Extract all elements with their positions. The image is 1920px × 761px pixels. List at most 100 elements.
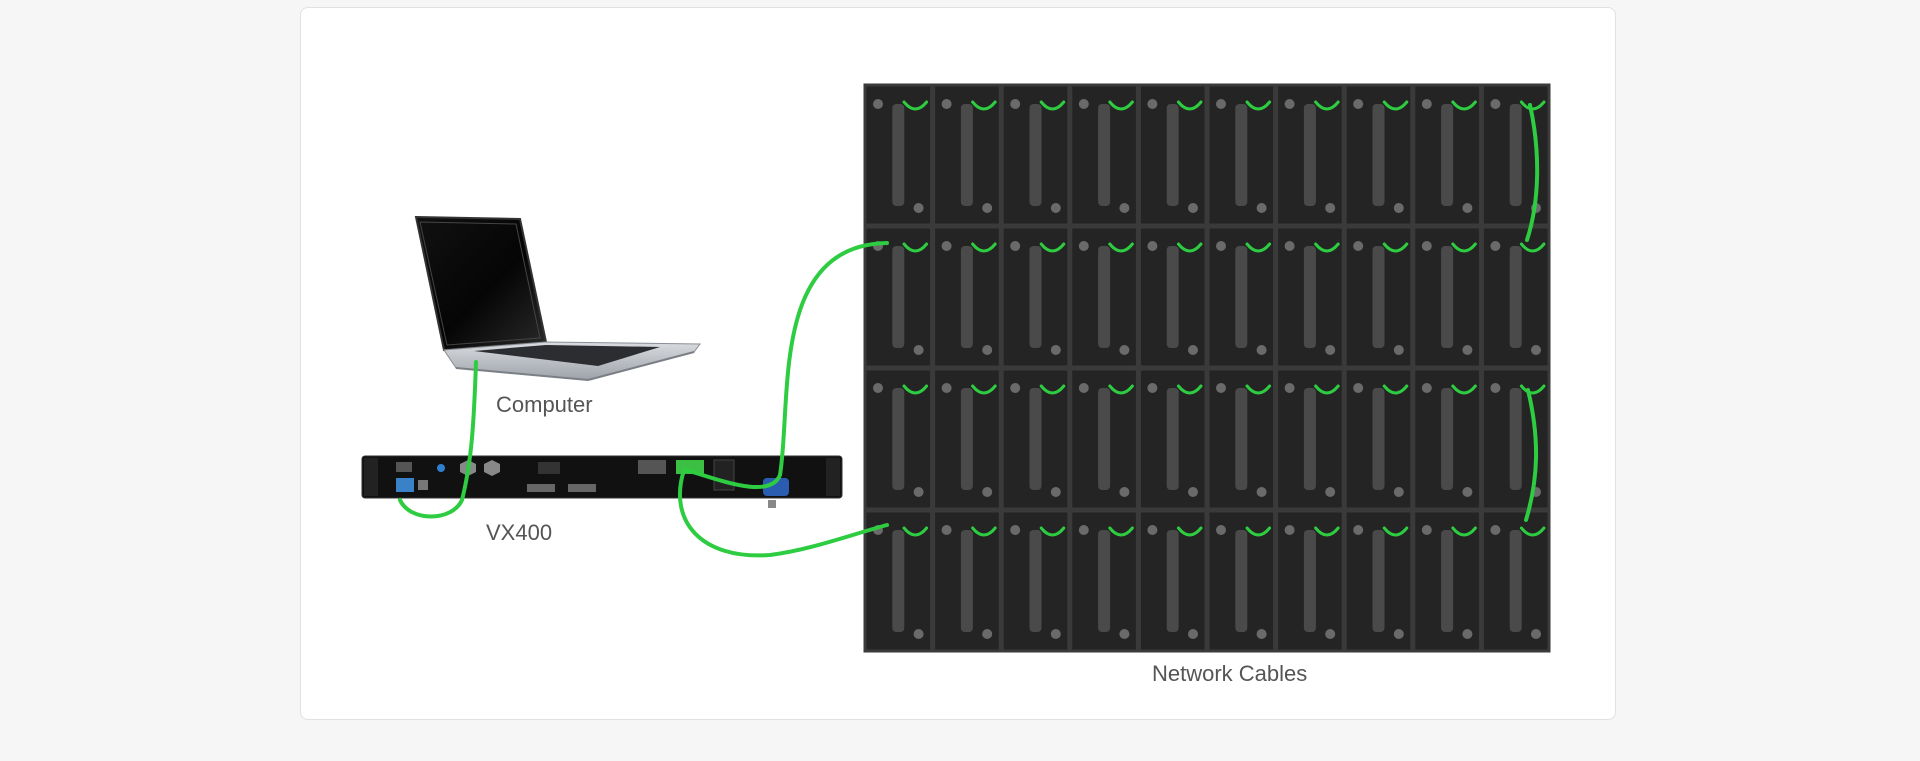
panel-knob xyxy=(1353,383,1364,393)
panel-spine xyxy=(1372,104,1385,206)
panel-knob xyxy=(873,99,883,109)
panel-spine xyxy=(1098,530,1111,632)
panel-knob xyxy=(1216,241,1226,251)
panel-cable-link xyxy=(1108,100,1134,111)
panel-cable-link xyxy=(1039,100,1066,111)
panel-knob xyxy=(1050,345,1061,355)
cable-return-right-top xyxy=(1525,103,1540,242)
panel-knob xyxy=(1010,383,1021,393)
panel-cable-link xyxy=(1314,100,1340,111)
panel-spine xyxy=(892,104,905,206)
panel-knob xyxy=(1050,203,1061,213)
panel-knob xyxy=(1325,487,1336,497)
panel-knob xyxy=(1490,241,1501,251)
panel-knob xyxy=(1421,383,1432,393)
panel-spine xyxy=(1235,388,1248,490)
network-cables-label: Network Cables xyxy=(1152,661,1308,686)
panel-knob xyxy=(1462,629,1473,639)
panel-knob xyxy=(1078,99,1089,109)
panel-knob xyxy=(1078,241,1089,251)
panel-spine xyxy=(1166,388,1179,490)
panel-knob xyxy=(1325,629,1336,639)
panel-spine xyxy=(960,246,973,348)
panel-knob xyxy=(1078,525,1089,535)
panel-knob xyxy=(913,629,924,639)
panel-spine xyxy=(1509,104,1522,206)
panel-knob xyxy=(1078,383,1089,393)
controller-label: VX400 xyxy=(486,520,553,545)
panel-cable-link xyxy=(1108,384,1134,395)
cable-controller-to-row2 xyxy=(684,241,889,490)
panel-knob xyxy=(1393,203,1404,213)
computer-label: Computer xyxy=(496,392,593,417)
panel-spine xyxy=(1029,104,1042,206)
panel-spine xyxy=(960,104,973,206)
cable-controller-to-row4 xyxy=(678,468,889,558)
panel-spine xyxy=(1235,246,1248,348)
panel-knob xyxy=(1188,345,1198,355)
panel-knob xyxy=(1119,629,1130,639)
panel-spine xyxy=(1166,104,1179,206)
panel-knob xyxy=(1284,99,1295,109)
panel-knob xyxy=(941,99,952,109)
panel-knob xyxy=(941,525,952,535)
panel-knob xyxy=(1188,203,1198,213)
panel-spine xyxy=(1372,530,1385,632)
panel-spine xyxy=(1166,530,1179,632)
panel-spine xyxy=(960,530,973,632)
panel-cable-link xyxy=(1176,384,1203,395)
panel-cable-link xyxy=(971,242,997,253)
panel-cable-link xyxy=(1039,384,1066,395)
panel-knob xyxy=(1119,487,1130,497)
panel-spine xyxy=(1235,104,1248,206)
panel-cable-link xyxy=(1245,100,1272,111)
panel-cable-link xyxy=(1176,100,1203,111)
laptop-icon xyxy=(414,215,701,381)
panel-cable-link xyxy=(1314,242,1340,253)
panel-spine xyxy=(1509,388,1522,490)
panel-spine xyxy=(1029,246,1042,348)
panel-spine xyxy=(1029,388,1042,490)
panel-cable-link xyxy=(1382,526,1409,537)
panel-knob xyxy=(1147,383,1158,393)
panel-cable-link xyxy=(1108,242,1134,253)
panel-cable-link xyxy=(1108,526,1134,537)
panel-spine xyxy=(892,530,905,632)
panel-cable-link xyxy=(1382,384,1409,395)
panel-knob xyxy=(1188,487,1198,497)
cable-laptop-to-controller xyxy=(398,360,478,519)
panel-cable-link xyxy=(1519,526,1546,537)
panel-cable-link xyxy=(1451,526,1477,537)
panel-knob xyxy=(1421,241,1432,251)
panel-knob xyxy=(1353,525,1364,535)
panel-knob xyxy=(941,241,952,251)
panel-knob xyxy=(982,487,993,497)
panel-knob xyxy=(982,345,993,355)
panel-knob xyxy=(1256,203,1267,213)
panel-spine xyxy=(1372,388,1385,490)
panel-spine xyxy=(960,388,973,490)
panel-cable-link xyxy=(1314,384,1340,395)
panel-spine xyxy=(1303,530,1316,632)
panel-cable-link xyxy=(1451,242,1477,253)
panel-cable-link xyxy=(1314,526,1340,537)
panel-knob xyxy=(913,487,924,497)
panel-knob xyxy=(1325,203,1336,213)
panel-knob xyxy=(1325,345,1336,355)
panel-cable-link xyxy=(902,526,929,537)
panel-knob xyxy=(1421,99,1432,109)
panel-knob xyxy=(1393,345,1404,355)
panel-spine xyxy=(1029,530,1042,632)
panel-cable-link xyxy=(902,384,929,395)
panel-spine xyxy=(1441,388,1454,490)
panel-knob xyxy=(1147,525,1158,535)
panel-knob xyxy=(873,383,883,393)
panel-spine xyxy=(892,246,905,348)
panel-cable-link xyxy=(1245,384,1272,395)
panel-spine xyxy=(1098,246,1111,348)
panel-spine xyxy=(1098,104,1111,206)
panel-cable-link xyxy=(1451,384,1477,395)
panel-cable-link xyxy=(971,384,997,395)
panel-knob xyxy=(1010,241,1021,251)
panel-knob xyxy=(1531,629,1541,639)
